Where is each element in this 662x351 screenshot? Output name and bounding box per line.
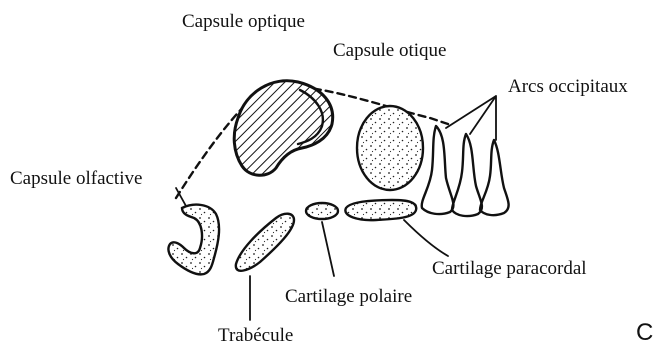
arc-occipital-3: [480, 140, 509, 215]
label-cartilage-paracordal: Cartilage paracordal: [432, 258, 587, 279]
label-capsule-otique: Capsule otique: [333, 40, 446, 61]
trabecule-shape: [236, 214, 294, 271]
panel-letter: C: [636, 319, 653, 346]
cartilage-paracordal-shape: [345, 200, 416, 220]
label-trabecule: Trabécule: [218, 325, 293, 346]
arcs-occipitaux-leaders: [446, 96, 496, 140]
label-cartilage-polaire: Cartilage polaire: [285, 286, 412, 307]
capsule-olfactive-shape: [168, 205, 219, 275]
arc-occipital-2: [452, 134, 482, 216]
capsule-optique-shape: [234, 81, 332, 176]
cartilage-paracordal-leader: [404, 220, 448, 256]
label-capsule-olfactive: Capsule olfactive: [10, 168, 142, 189]
cartilage-polaire-shape: [306, 203, 338, 219]
capsule-otique-shape: [357, 106, 423, 190]
label-capsule-optique: Capsule optique: [182, 11, 305, 32]
arc-occipital-1: [422, 126, 454, 214]
label-arcs-occipitaux: Arcs occipitaux: [508, 76, 628, 97]
cartilage-polaire-leader: [322, 222, 334, 276]
